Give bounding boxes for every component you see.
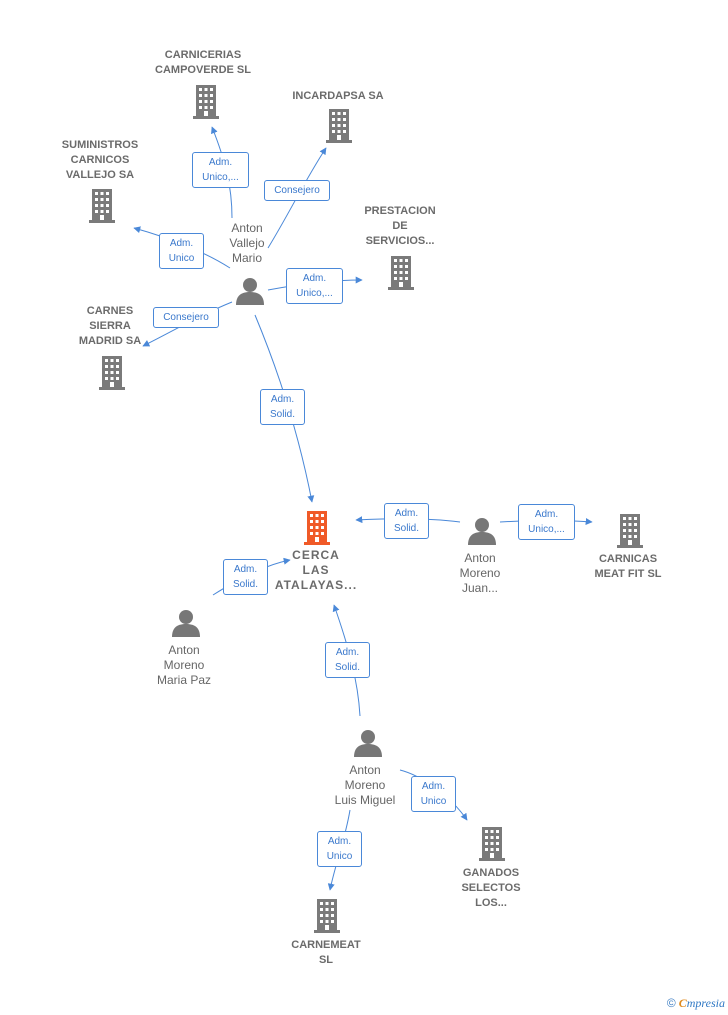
- edge-label-carnicerias[interactable]: Adm. Unico,...: [192, 152, 249, 188]
- carnemeat-label[interactable]: CARNEMEAT SL: [291, 939, 361, 966]
- cerca-label[interactable]: CERCA LAS ATALAYAS...: [274, 548, 358, 592]
- prestacion-label[interactable]: PRESTACION DE SERVICIOS...: [364, 205, 436, 247]
- edge-label-carnicas[interactable]: Adm. Unico,...: [518, 504, 575, 540]
- carnemeat-building-icon[interactable]: [314, 899, 340, 933]
- prestacion-building-icon[interactable]: [388, 256, 414, 290]
- edge-label-suministros[interactable]: Adm. Unico: [159, 233, 204, 269]
- edge-label-incardapsa[interactable]: Consejero: [264, 180, 330, 201]
- edge-label-luis-cerca[interactable]: Adm. Solid.: [325, 642, 370, 678]
- edge-label-maria-cerca[interactable]: Adm. Solid.: [223, 559, 268, 595]
- edge-label-carnes-sierra[interactable]: Consejero: [153, 307, 219, 328]
- anton-luis-label[interactable]: Anton Moreno Luis Miguel: [334, 763, 396, 807]
- footer-brand: ©Cmpresia: [667, 996, 725, 1011]
- anton-maria-person-icon[interactable]: [172, 610, 200, 637]
- incardapsa-building-icon[interactable]: [326, 109, 352, 143]
- ganados-building-icon[interactable]: [479, 827, 505, 861]
- carnes-sierra-label[interactable]: CARNES SIERRA MADRID SA: [78, 305, 142, 347]
- cerca-building-icon[interactable]: [304, 511, 330, 545]
- anton-juan-person-icon[interactable]: [468, 518, 496, 545]
- edge-label-ganados[interactable]: Adm. Unico: [411, 776, 456, 812]
- anton-vallejo-person-icon[interactable]: [236, 278, 264, 305]
- anton-luis-person-icon[interactable]: [354, 730, 382, 757]
- carnicas-building-icon[interactable]: [617, 514, 643, 548]
- ganados-label[interactable]: GANADOS SELECTOS LOS...: [461, 867, 521, 909]
- brand-name: mpresia: [686, 996, 725, 1010]
- carnicas-label[interactable]: CARNICAS MEAT FIT SL: [594, 553, 662, 580]
- carnicerias-label[interactable]: CARNICERIAS CAMPOVERDE SL: [155, 49, 251, 76]
- incardapsa-label[interactable]: INCARDAPSA SA: [292, 90, 384, 102]
- edge-label-carnemeat[interactable]: Adm. Unico: [317, 831, 362, 867]
- anton-maria-label[interactable]: Anton Moreno Maria Paz: [156, 643, 212, 687]
- brand-e: C: [678, 996, 687, 1010]
- edge-label-prestacion[interactable]: Adm. Unico,...: [286, 268, 343, 304]
- edge-label-juan-cerca[interactable]: Adm. Solid.: [384, 503, 429, 539]
- anton-vallejo-label[interactable]: Anton Vallejo Mario: [229, 221, 265, 265]
- copyright-icon: ©: [666, 996, 676, 1010]
- carnes-sierra-building-icon[interactable]: [99, 356, 125, 390]
- suministros-building-icon[interactable]: [89, 189, 115, 223]
- edge-label-vallejo-cerca[interactable]: Adm. Solid.: [260, 389, 305, 425]
- suministros-label[interactable]: SUMINISTROS CARNICOS VALLEJO SA: [61, 139, 139, 181]
- carnicerias-building-icon[interactable]: [193, 85, 219, 119]
- anton-juan-label[interactable]: Anton Moreno Juan...: [459, 551, 501, 595]
